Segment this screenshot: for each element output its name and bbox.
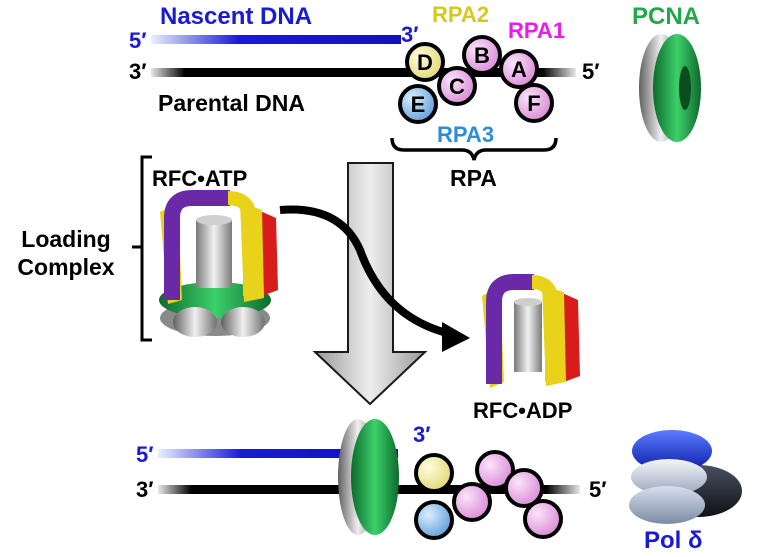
loading-complex-label-line1: Loading xyxy=(21,226,110,252)
pcna-label: PCNA xyxy=(632,3,700,30)
pcna-ring-bottom xyxy=(338,419,399,535)
rpa1-label: RPA1 xyxy=(508,18,565,43)
rpa-bottom-pink-circle-4 xyxy=(523,499,563,539)
rpa-subunit-a-circle xyxy=(499,49,539,89)
rpa-bottom-pink-circle-2 xyxy=(452,482,492,522)
rpa-label: RPA xyxy=(450,165,497,191)
rfc-atp-label: RFC•ATP xyxy=(152,166,247,191)
three-prime-top-nascent-label: 3′ xyxy=(401,22,419,47)
big-down-arrow xyxy=(312,162,428,406)
loading-complex-label-line2: Complex xyxy=(17,254,114,280)
three-prime-top-parental-label: 3′ xyxy=(129,59,147,84)
rpa-subunit-f-circle xyxy=(514,83,554,123)
parental-dna-strand-top xyxy=(151,68,576,77)
five-prime-bottom-parental-label: 5′ xyxy=(589,477,607,502)
rpa-subunit-c-circle xyxy=(437,66,477,106)
rfc-atp-complex xyxy=(159,190,278,337)
rpa-subunit-e-label: E xyxy=(411,92,426,117)
five-prime-top-nascent-label: 5′ xyxy=(129,28,147,53)
rpa-subunit-d-circle xyxy=(405,42,445,82)
nascent-dna-strand-top xyxy=(151,35,401,44)
rpa-bottom-pink-circle-3 xyxy=(504,468,544,508)
rpa-complex-bottom xyxy=(414,450,563,540)
nascent-dna-label: Nascent DNA xyxy=(160,3,312,30)
rpa-brace xyxy=(390,137,558,161)
rpa-subunit-b-circle xyxy=(462,35,502,75)
rpa-bottom-yellow-circle xyxy=(414,453,454,493)
rpa-subunit-c-label: C xyxy=(449,74,465,99)
rpa-subunit-d-label: D xyxy=(417,50,433,75)
rpa-bottom-blue-circle xyxy=(414,500,454,540)
rpa3-label: RPA3 xyxy=(437,122,494,147)
rpa2-label: RPA2 xyxy=(432,2,489,27)
rpa-subunit-f-label: F xyxy=(527,91,540,116)
rpa-subunit-a-label: A xyxy=(511,57,527,82)
three-prime-bottom-parental-label: 3′ xyxy=(136,477,154,502)
curved-arrow xyxy=(279,205,456,339)
loading-complex-bracket xyxy=(140,155,152,342)
rfc-adp-complex xyxy=(482,274,580,388)
rpa-bottom-pink-circle-1 xyxy=(475,450,515,490)
five-prime-bottom-nascent-label: 5′ xyxy=(136,442,154,467)
rfc-adp-label: RFC•ADP xyxy=(473,398,572,423)
three-prime-bottom-nascent-label: 3′ xyxy=(413,422,431,447)
five-prime-top-parental-label: 5′ xyxy=(582,59,600,84)
parental-dna-label: Parental DNA xyxy=(158,90,305,116)
curved-arrow-head xyxy=(442,322,470,352)
rpa-subunit-b-label: B xyxy=(474,43,490,68)
pcna-ring-top xyxy=(639,34,701,142)
nascent-dna-strand-bottom xyxy=(158,449,398,458)
pol-delta-complex xyxy=(629,430,742,524)
rpa-subunit-e-circle xyxy=(398,84,438,124)
rpa-complex-top xyxy=(398,35,554,124)
pol-delta-label: Pol δ xyxy=(644,527,703,554)
